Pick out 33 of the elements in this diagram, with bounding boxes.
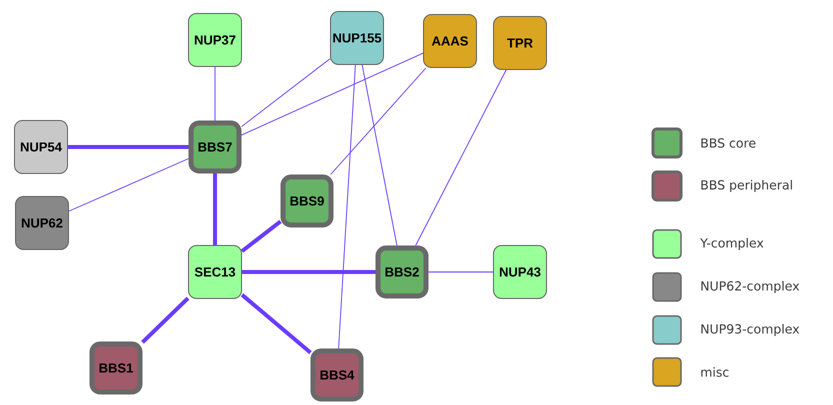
protein-box: BBS1 [90,342,142,394]
legend-label: NUP93-complex [701,324,800,336]
protein-box: AAAS [423,14,477,68]
legend-label: Y-complex [700,238,764,250]
protein-box: NUP37 [188,13,242,67]
interaction-line [141,296,190,344]
interaction-line [241,58,330,128]
interaction-line [214,66,216,121]
legend-label: NUP62-complex [701,280,800,294]
interaction-line [242,270,376,274]
interaction-line [240,293,312,354]
protein-box: BBS7 [188,120,242,174]
interaction-line [362,64,398,246]
interaction-line [415,70,507,246]
interaction-line [213,174,217,245]
protein-box: TPR [493,16,547,70]
protein-box: BBS2 [376,246,428,298]
interaction-line [68,145,188,149]
protein-box: NUP155 [330,11,384,65]
legend-label: misc [701,367,728,377]
protein-box: NUP54 [14,120,68,174]
protein-box: BBS4 [310,348,364,402]
interaction-line [241,52,424,136]
interaction-line [330,68,426,175]
protein-box: NUP62 [15,196,69,250]
protein-box: SEC13 [188,245,242,299]
protein-box: BBS9 [280,174,334,228]
interaction-line [338,64,356,349]
legend-label: BBS core [701,138,756,148]
legend-label: BBS peripheral [701,180,792,192]
protein-box: NUP43 [493,245,547,299]
interaction-line [240,220,282,253]
interaction-line [68,158,189,212]
